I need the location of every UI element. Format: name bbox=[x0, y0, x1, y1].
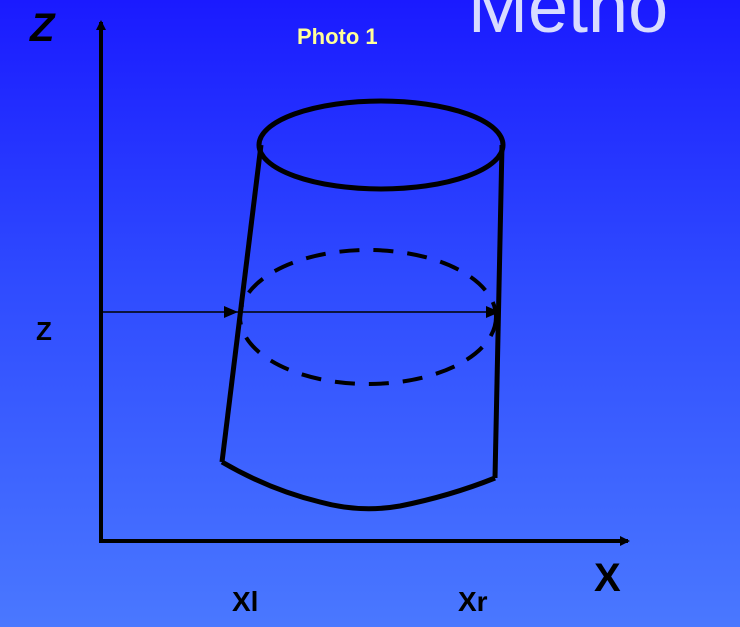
cylinder-right-side bbox=[492, 144, 505, 479]
x-left-label: Xl bbox=[232, 586, 259, 617]
cross-section-ellipse bbox=[238, 248, 498, 386]
cylinder-left-side bbox=[219, 144, 264, 463]
z-axis-label: Z bbox=[30, 6, 55, 50]
z-level-label: Z bbox=[36, 316, 52, 346]
x-right-label: Xr bbox=[458, 586, 488, 617]
cylinder-top-ellipse bbox=[256, 98, 506, 192]
photo-label: Photo 1 bbox=[297, 24, 378, 49]
x-axis-label: X bbox=[594, 556, 621, 600]
slide-title-fragment: Metho bbox=[468, 0, 669, 48]
cylinder-bottom-curve bbox=[220, 459, 496, 512]
